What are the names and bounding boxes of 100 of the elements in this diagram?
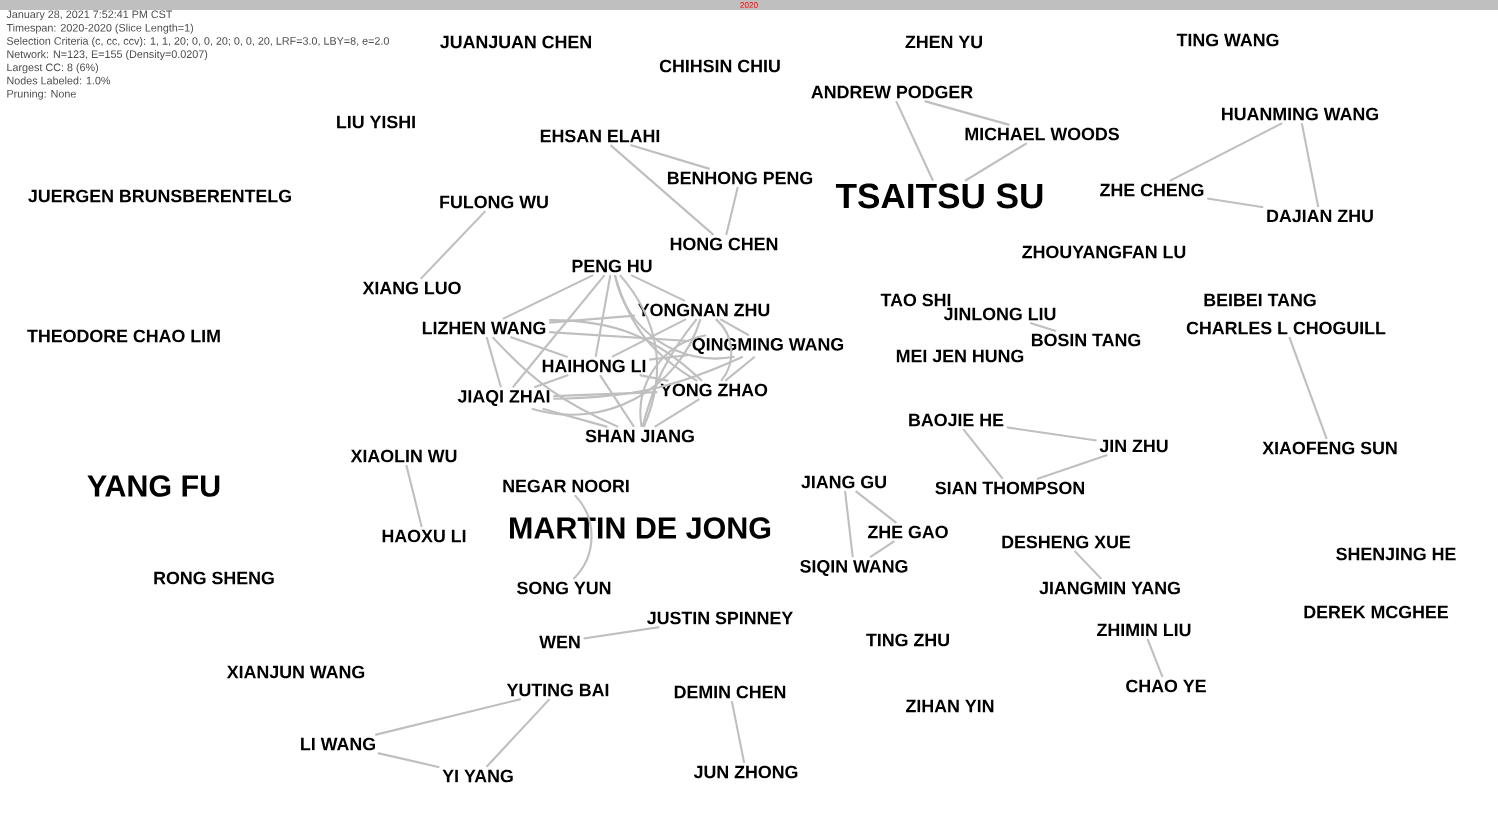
link-line [719,318,750,337]
link-line [630,274,686,302]
link-line [405,464,423,528]
link-line [1169,122,1283,182]
link-line [613,274,698,382]
author-label: BEIBEI TANG [1204,293,1316,307]
link-line [639,334,707,427]
author-label: BOSIN TANG [1031,333,1141,347]
author-label: SIQIN WANG [800,560,908,576]
link-line [964,142,1028,182]
author-label: NEGAR NOORI [503,479,629,493]
link-line [924,100,1010,126]
link-line [1029,322,1057,332]
link-line [641,318,698,428]
author-label: ZHOUYANGFAN LU [1022,245,1186,259]
author-label: TAO SHI [880,293,951,307]
author-label: ZIHAN YIN [906,699,994,713]
author-label: LIU YISHI [337,115,415,129]
author-label: JUANJUAN CHEN [440,35,591,49]
author-label: YONG ZHAO [660,383,768,397]
link-line [419,210,487,280]
link-line [374,698,522,736]
author-label: RONG SHENG [154,571,274,585]
link-line [654,398,700,428]
author-label: JINLONG LIU [943,307,1056,321]
author-label: MEI JEN HUNG [896,349,1024,363]
link-line [725,186,739,236]
author-label: CHIHSIN CHIU [659,59,780,73]
link-line [1207,197,1264,209]
author-label: PENG HU [572,259,652,273]
link-line [611,318,687,358]
author-label: MICHAEL WOODS [965,127,1119,141]
link-line [1300,122,1320,208]
link-line [594,274,612,358]
link-line [869,540,895,559]
link-line [553,391,658,398]
author-label: WEN [539,635,580,649]
author-label: FULONG WU [440,195,548,209]
author-label: YUTING BAI [506,683,609,697]
author-label: XIANJUN WANG [226,665,365,679]
author-label: JIANG GU [801,475,886,489]
author-label: DEMIN CHEN [674,685,786,699]
author-label: ZHIMIN LIU [1097,623,1191,637]
author-label: JIANGMIN YANG [1039,581,1180,595]
author-label: THEODORE CHAO LIM [27,329,220,343]
link-line [599,374,635,428]
link-line [609,144,715,236]
author-label: QINGMING WANG [692,338,844,354]
author-label: SIAN THOMPSON [935,481,1084,495]
author-label: XIANG LUO [362,281,461,295]
author-label: YANG FU [87,475,220,497]
link-line [377,752,440,769]
link-line [549,331,690,343]
link-line [583,626,660,640]
link-line [1036,454,1108,480]
link-line [510,336,568,358]
author-label: BENHONG PENG [667,171,813,185]
link-line [1006,426,1097,442]
link-line [1288,336,1328,440]
link-line [542,407,608,428]
link-line [533,374,569,389]
link-line [895,100,934,182]
author-label: TING ZHU [866,633,949,647]
link-line [549,314,635,324]
link-line [485,336,502,388]
author-label: DAJIAN ZHU [1267,209,1373,223]
author-label: CHAO YE [1126,679,1206,693]
link-line [962,428,1004,480]
link-line [531,318,702,416]
author-label: HONG CHEN [670,237,778,251]
author-label: YONGNAN ZHU [638,303,770,317]
link-line [553,355,744,400]
link-line [491,336,619,428]
link-line [844,491,854,558]
link-line [724,355,756,382]
author-label: JIAQI ZHAI [457,390,550,406]
author-label: JUN ZHONG [693,765,798,779]
author-label: ANDREW PODGER [811,85,973,99]
author-label: HAOXU LI [382,529,466,543]
link-line [549,319,703,382]
link-line [630,144,710,170]
author-label: YI YANG [442,769,513,783]
author-label: ZHEN YU [905,35,982,49]
link-line [639,374,669,382]
link-line [730,700,746,764]
author-label: JUERGEN BRUNSBERENTELG [28,189,291,203]
author-label: DEREK MCGHEE [1304,605,1449,619]
link-line [649,354,690,361]
link-line [715,318,733,382]
author-label: HAIHONG LI [542,359,646,373]
link-line [512,274,606,388]
author-label: ZHE GAO [867,525,948,539]
link-line [572,494,593,580]
link-line [855,490,897,524]
author-label: SHENJING HE [1336,547,1456,561]
author-label: JIN ZHU [1099,439,1168,453]
link-line [619,274,658,428]
author-label: ZHE CHENG [1100,183,1204,197]
author-label: XIAOLIN WU [350,449,457,463]
author-label: JUSTIN SPINNEY [647,611,793,625]
